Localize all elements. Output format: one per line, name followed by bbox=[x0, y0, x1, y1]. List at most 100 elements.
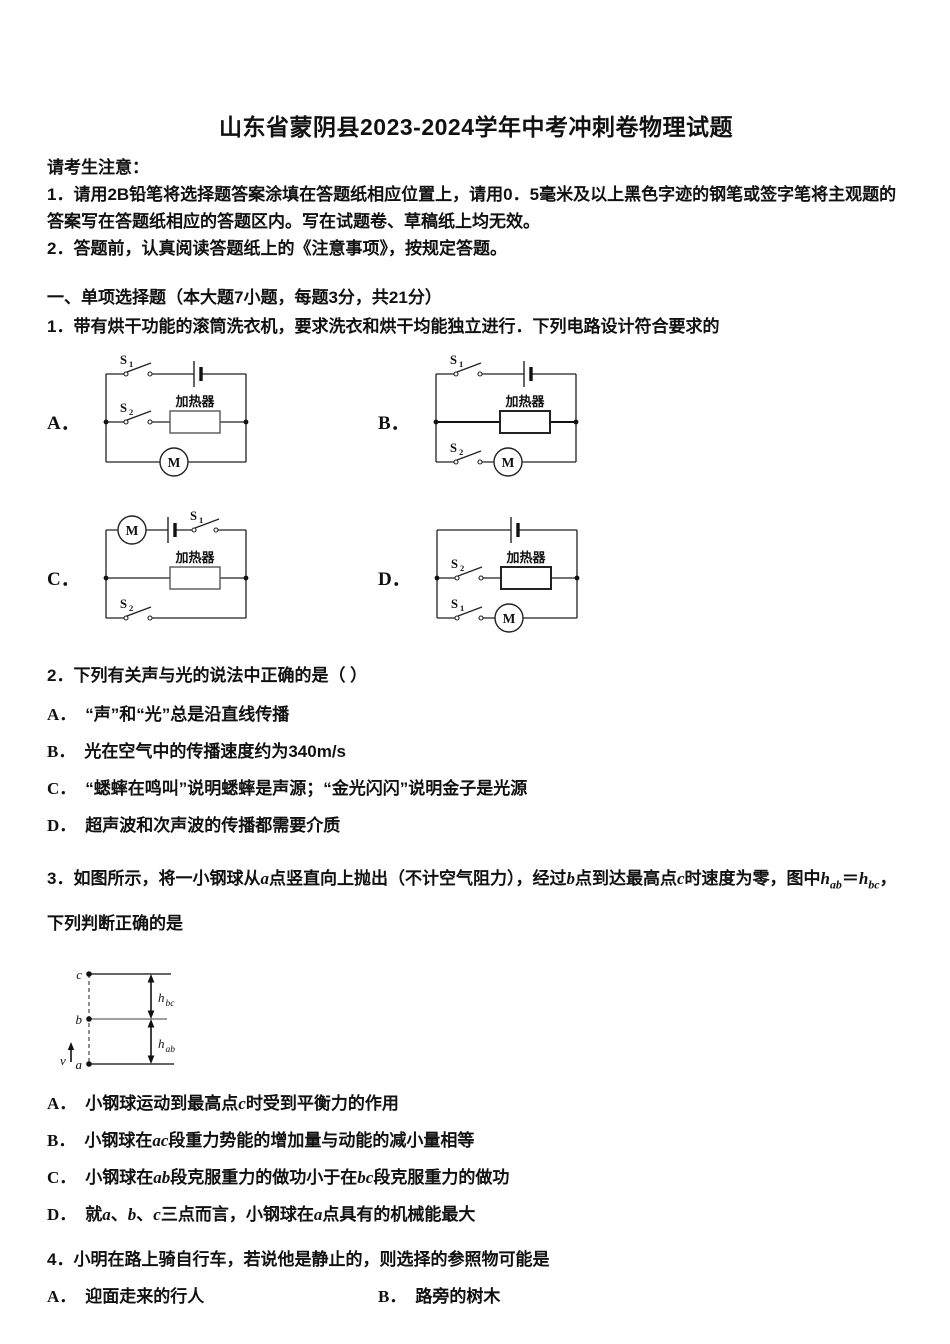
motor-label: M bbox=[125, 523, 138, 538]
switch-s2-label: S bbox=[450, 441, 457, 455]
switch-s2-icon bbox=[454, 566, 484, 581]
switch-s1-label: S bbox=[190, 509, 197, 523]
q3-option-b-label: B． bbox=[47, 1131, 76, 1151]
q3-option-d-text: 就a、b、c三点而言，小钢球在a点具有的机械能最大 bbox=[85, 1205, 476, 1225]
q3-option-d: D． 就a、b、c三点而言，小钢球在a点具有的机械能最大 bbox=[47, 1203, 905, 1226]
switch-s1-label: S bbox=[450, 353, 457, 367]
switch-s2-label: S bbox=[120, 597, 127, 611]
heater-box bbox=[169, 410, 221, 434]
q1-option-d-label: D． bbox=[378, 568, 411, 590]
q2-option-b-label: B． bbox=[47, 742, 76, 761]
point-c-dot bbox=[86, 971, 92, 978]
q2-option-c: C． “蟋蟀在鸣叫”说明蟋蟀是声源；“金光闪闪”说明金子是光源 bbox=[47, 777, 905, 800]
q3-stem: 3．如图所示，将一小钢球从a点竖直向上抛出（不计空气阻力），经过b点到达最高点c… bbox=[47, 869, 897, 934]
q3-option-a: A． 小钢球运动到最高点c时受到平衡力的作用 bbox=[47, 1092, 905, 1115]
q3-option-c-text: 小钢球在ab段克服重力的做功小于在bc段克服重力的做功 bbox=[85, 1168, 510, 1188]
q1-option-c-label: C． bbox=[47, 568, 80, 590]
q1-option-d: D． S 2 加热器 bbox=[378, 506, 905, 636]
q2-option-b-text: 光在空气中的传播速度约为340m/s bbox=[84, 742, 347, 761]
q2-option-a: A． “声”和“光”总是沿直线传播 bbox=[47, 703, 905, 726]
motor-icon bbox=[492, 447, 523, 477]
q1-option-b-label: B． bbox=[378, 412, 410, 434]
q1-option-a-label: A． bbox=[47, 412, 80, 434]
point-c-label: c bbox=[76, 967, 82, 982]
q4-option-b-text: 路旁的树木 bbox=[415, 1287, 501, 1307]
velocity-arrow bbox=[67, 1042, 75, 1063]
q2-option-c-label: C． bbox=[47, 779, 77, 798]
q1-circuit-options: A． S 1 S bbox=[47, 350, 905, 636]
q1-option-a: A． S 1 S bbox=[47, 350, 378, 480]
velocity-label: v bbox=[60, 1053, 66, 1068]
q3-option-b-text: 小钢球在ac段重力势能的增加量与动能的减小量相等 bbox=[84, 1131, 475, 1151]
q2-option-d: D． 超声波和次声波的传播都需要介质 bbox=[47, 814, 905, 837]
battery-icon bbox=[193, 361, 203, 387]
q3-figure: c b a h bc h ab v bbox=[59, 960, 905, 1078]
notice-heading: 请考生注意： bbox=[47, 158, 149, 177]
switch-s2-sub: 2 bbox=[459, 447, 463, 457]
heater-box bbox=[169, 566, 221, 590]
circuit-diagram-c: M S 1 加热器 bbox=[103, 509, 249, 621]
q4-stem: 4．小明在路上骑自行车，若说他是静止的，则选择的参照物可能是 bbox=[47, 1250, 550, 1270]
motor-label: M bbox=[501, 455, 514, 470]
q4-option-b: B． 路旁的树木 bbox=[378, 1285, 500, 1308]
switch-s1-sub: 1 bbox=[199, 515, 203, 525]
heater-box bbox=[498, 410, 551, 434]
q4-options-row: A． 迎面走来的行人 B． 路旁的树木 bbox=[47, 1285, 905, 1308]
battery-icon bbox=[510, 517, 520, 543]
hab-label: h bbox=[158, 1036, 165, 1051]
motor-icon bbox=[494, 603, 524, 633]
switch-s1-label: S bbox=[120, 353, 127, 367]
motor-icon bbox=[159, 447, 189, 477]
switch-s1-sub: 1 bbox=[460, 603, 464, 613]
heater-label: 加热器 bbox=[174, 550, 215, 565]
notice-line-1: 1．请用2B铅笔将选择题答案涂填在答题纸相应位置上，请用0．5毫米及以上黑色字迹… bbox=[47, 185, 897, 231]
heater-label: 加热器 bbox=[505, 550, 546, 565]
switch-s2-label: S bbox=[120, 401, 127, 415]
switch-s2-sub: 2 bbox=[129, 603, 133, 613]
q4-option-a: A． 迎面走来的行人 bbox=[47, 1285, 378, 1308]
switch-s1-icon bbox=[454, 606, 484, 621]
q2-option-d-label: D． bbox=[47, 816, 77, 835]
circuit-diagram-b: S 1 加热器 S 2 M bbox=[433, 353, 579, 477]
circuit-frame bbox=[105, 530, 247, 618]
switch-s1-sub: 1 bbox=[129, 359, 133, 369]
switch-s2-icon bbox=[453, 450, 483, 465]
heater-box bbox=[499, 566, 552, 590]
q3-option-d-label: D． bbox=[47, 1205, 77, 1225]
battery-icon bbox=[167, 517, 177, 543]
motor-label: M bbox=[502, 611, 515, 626]
point-b-dot bbox=[86, 1016, 92, 1023]
q3-option-a-text: 小钢球运动到最高点c时受到平衡力的作用 bbox=[85, 1094, 399, 1114]
q1-option-c: C． M S 1 加热器 bbox=[47, 506, 378, 636]
heater-label: 加热器 bbox=[504, 394, 545, 409]
circuit-diagram-d: S 2 加热器 S 1 M bbox=[434, 517, 580, 633]
hbc-label-sub: bc bbox=[166, 999, 176, 1009]
switch-s2-icon bbox=[123, 410, 153, 425]
q2-option-a-text: “声”和“光”总是沿直线传播 bbox=[85, 705, 290, 724]
q1-stem: 1．带有烘干功能的滚筒洗衣机，要求洗衣和烘干均能独立进行．下列电路设计符合要求的 bbox=[47, 317, 720, 336]
q2-option-c-text: “蟋蟀在鸣叫”说明蟋蟀是声源；“金光闪闪”说明金子是光源 bbox=[85, 779, 528, 798]
section-1-heading: 一、单项选择题（本大题7小题，每题3分，共21分） bbox=[47, 288, 442, 307]
switch-s2-sub: 2 bbox=[460, 563, 464, 573]
q1-option-b: B． S 1 加热器 bbox=[378, 350, 905, 480]
motor-label: M bbox=[167, 455, 180, 470]
notice-line-2: 2．答题前，认真阅读答题纸上的《注意事项》，按规定答题。 bbox=[47, 239, 507, 258]
switch-s2-label: S bbox=[451, 557, 458, 571]
q3-option-b: B． 小钢球在ac段重力势能的增加量与动能的减小量相等 bbox=[47, 1129, 905, 1152]
switch-s1-label: S bbox=[451, 597, 458, 611]
projectile-height-diagram: c b a h bc h ab v bbox=[60, 967, 176, 1072]
q3-option-c: C． 小钢球在ab段克服重力的做功小于在bc段克服重力的做功 bbox=[47, 1166, 905, 1189]
hab-label-sub: ab bbox=[166, 1045, 176, 1055]
heater-label: 加热器 bbox=[174, 394, 215, 409]
circuit-frame bbox=[436, 530, 578, 618]
point-b-label: b bbox=[76, 1012, 83, 1027]
motor-icon bbox=[117, 515, 147, 545]
q3-option-a-label: A． bbox=[47, 1094, 77, 1114]
point-a-dot bbox=[86, 1061, 92, 1068]
q2-option-b: B． 光在空气中的传播速度约为340m/s bbox=[47, 740, 905, 763]
q2-option-d-text: 超声波和次声波的传播都需要介质 bbox=[85, 816, 341, 835]
switch-s1-icon bbox=[123, 362, 153, 377]
hbc-label: h bbox=[158, 990, 165, 1005]
switch-s1-sub: 1 bbox=[459, 359, 463, 369]
